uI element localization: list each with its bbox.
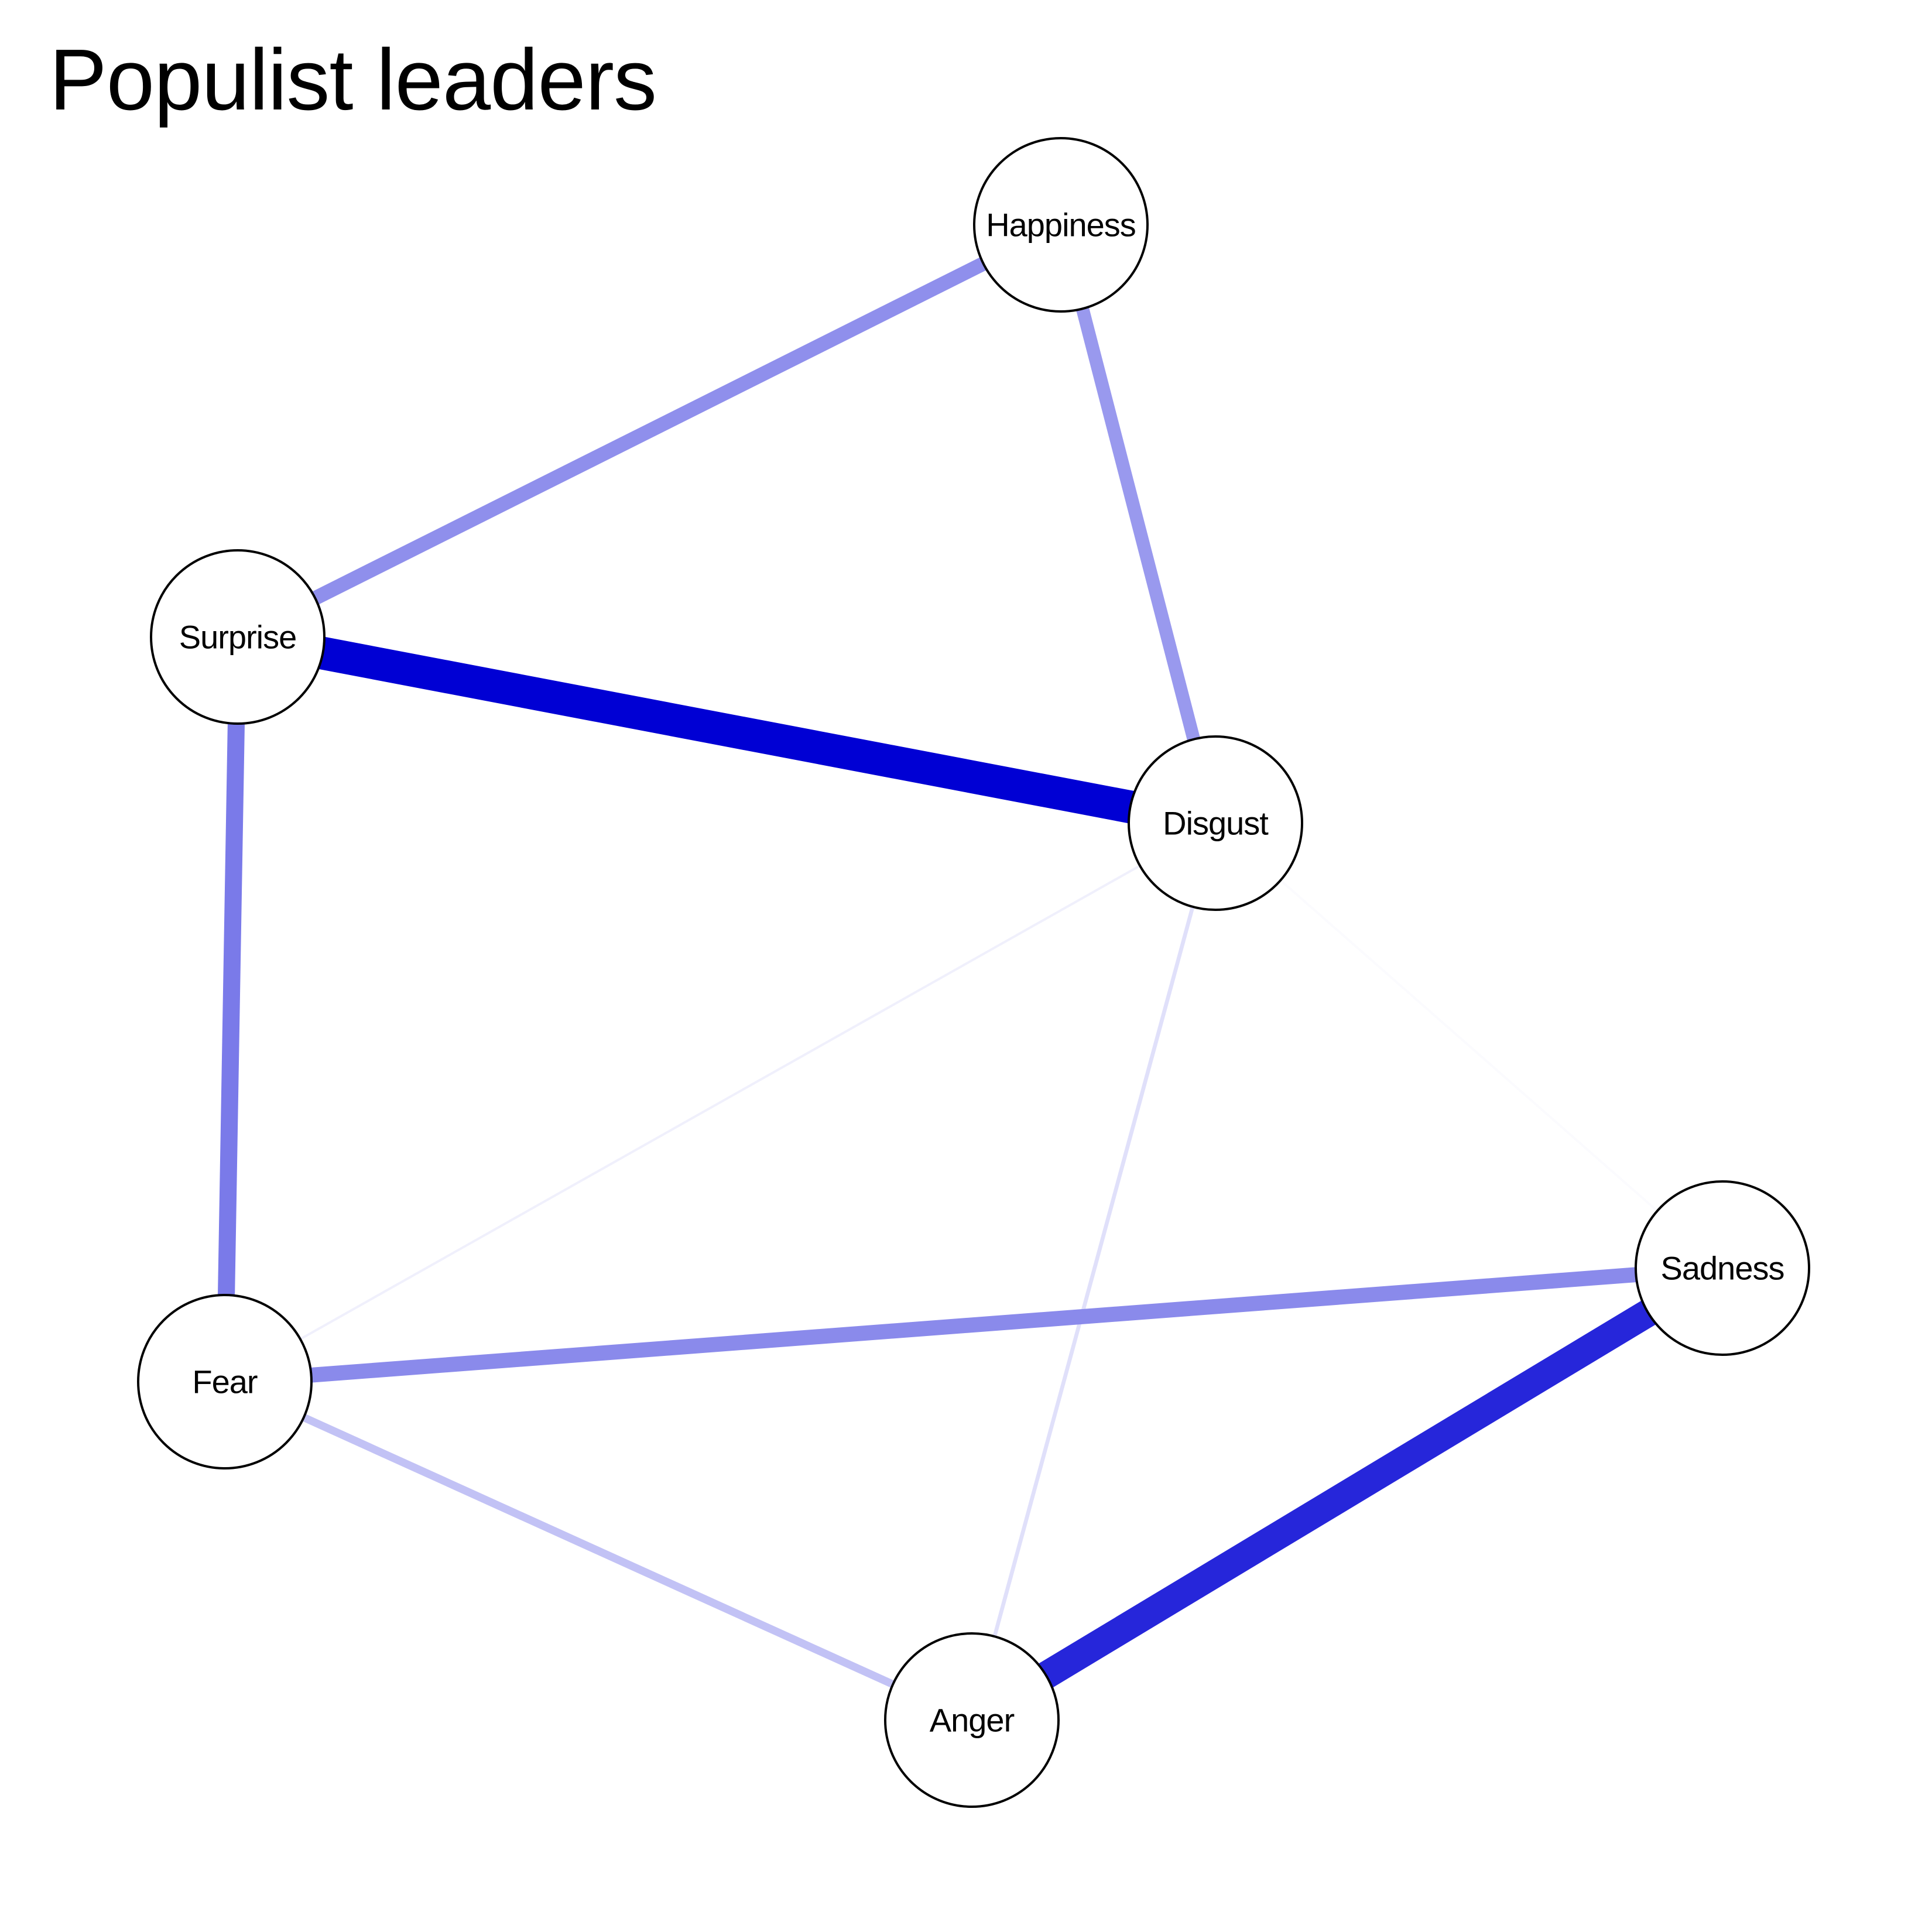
edge-layer [216, 218, 1730, 1732]
edge-fear-anger [223, 1378, 974, 1724]
edge-surprise-fear [216, 636, 246, 1382]
node-circle-anger [884, 1632, 1060, 1808]
edge-disgust-sadness [1214, 822, 1724, 1269]
node-circle-disgust [1128, 735, 1303, 911]
node-fear: Fear [137, 1294, 313, 1469]
node-label-fear: Fear [192, 1364, 257, 1400]
edge-fear-sadness [224, 1260, 1723, 1389]
diagram-title: Populist leaders [49, 32, 657, 128]
node-circle-fear [137, 1294, 313, 1469]
node-happiness: Happiness [973, 137, 1149, 313]
edge-disgust-fear [224, 822, 1216, 1383]
node-label-sadness: Sadness [1661, 1250, 1784, 1287]
edge-happiness-disgust [1054, 223, 1222, 825]
edge-anger-sadness [964, 1256, 1730, 1732]
node-circle-sadness [1635, 1180, 1810, 1356]
node-label-disgust: Disgust [1163, 805, 1269, 842]
node-label-happiness: Happiness [986, 207, 1136, 244]
node-surprise: Surprise [150, 549, 326, 725]
node-circle-happiness [973, 137, 1149, 313]
node-anger: Anger [884, 1632, 1060, 1808]
edge-surprise-disgust [234, 621, 1219, 840]
node-disgust: Disgust [1128, 735, 1303, 911]
node-sadness: Sadness [1635, 1180, 1810, 1356]
edge-surprise-happiness [234, 218, 1064, 644]
node-label-surprise: Surprise [179, 619, 297, 656]
edge-disgust-anger [970, 823, 1218, 1721]
node-circle-surprise [150, 549, 326, 725]
node-label-anger: Anger [930, 1702, 1015, 1739]
